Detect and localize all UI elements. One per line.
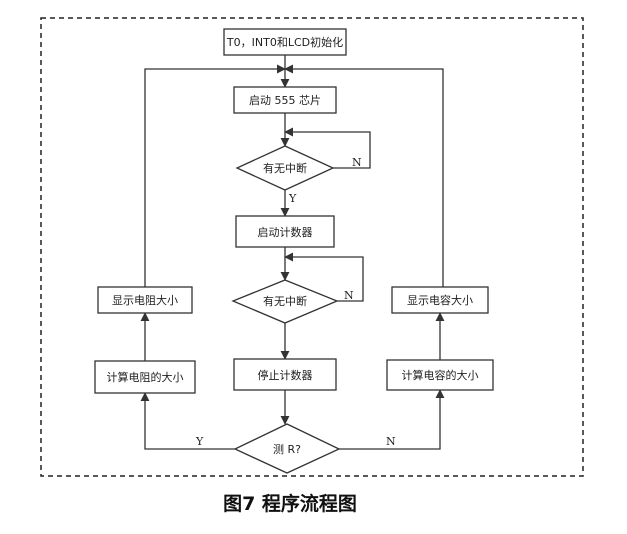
node-stop-counter-label: 停止计数器 (258, 368, 313, 382)
node-start-counter-label: 启动计数器 (258, 226, 313, 239)
node-calc-resistance-label: 计算电阻的大小 (107, 370, 184, 384)
node-calc-capacitance-label: 计算电容的大小 (402, 368, 479, 382)
label-d2-no: N (344, 289, 354, 302)
node-show-resistance: 显示电阻大小 (97, 286, 193, 314)
node-decision-r-label: 测 R? (273, 443, 301, 456)
connector-decisionr-yes (140, 392, 235, 450)
node-calc-resistance: 计算电阻的大小 (94, 360, 196, 394)
node-start-counter: 启动计数器 (235, 215, 335, 248)
node-show-capacitance: 显示电容大小 (391, 286, 489, 314)
label-dr-yes: Y (195, 435, 204, 448)
node-stop-counter: 停止计数器 (233, 358, 337, 391)
node-decision1-label: 有无中断 (263, 161, 307, 175)
connector-decisionr-no (339, 389, 445, 450)
connector-decision2-no-loop (284, 252, 364, 302)
connector-right-loop-top (284, 64, 444, 287)
node-decision-r: 测 R? (233, 423, 341, 474)
node-decision1: 有无中断 (235, 145, 335, 191)
dashed-frame (40, 17, 584, 477)
node-start555: 启动 555 芯片 (233, 86, 337, 114)
node-start555-label: 启动 555 芯片 (249, 93, 321, 107)
node-init: T0，INT0和LCD初始化 (223, 28, 347, 56)
node-init-label: T0，INT0和LCD初始化 (226, 35, 343, 49)
node-show-capacitance-label: 显示电容大小 (407, 293, 473, 307)
label-d1-yes: Y (288, 192, 297, 205)
figure-caption: 图7 程序流程图 (223, 492, 357, 515)
node-show-resistance-label: 显示电阻大小 (112, 293, 178, 307)
connector-left-loop-top (144, 64, 286, 287)
node-decision2-label: 有无中断 (263, 294, 307, 308)
label-d1-no: N (352, 156, 362, 169)
node-calc-capacitance: 计算电容的大小 (386, 359, 494, 391)
connector-decision1-no-loop (284, 127, 371, 169)
node-decision2: 有无中断 (231, 279, 339, 324)
label-dr-no: N (386, 435, 396, 448)
